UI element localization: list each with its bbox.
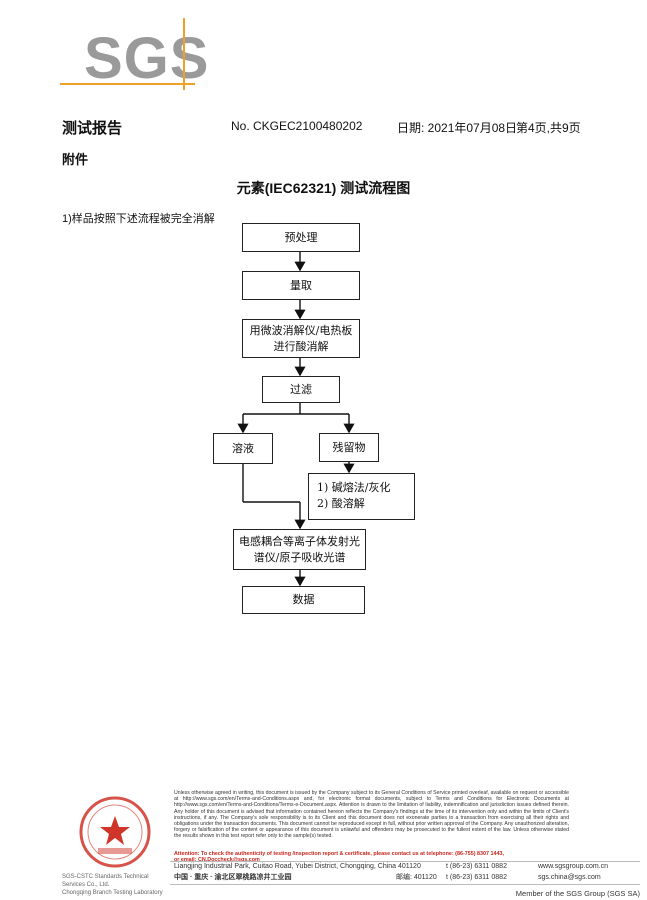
residue-step-1: 1) 碱熔法/灰化 [317, 481, 391, 494]
attention-line-2: or email: CN.Doccheck@sgs.com [174, 857, 260, 864]
flow-box-pretreatment: 预处理 [242, 223, 360, 252]
annex-label: 附件 [62, 152, 89, 167]
address-chinese: 中国 · 重庆 · 渝北区翠桃路凉井工业园 [174, 874, 292, 881]
flow-box-residue-treatment: 1) 碱熔法/灰化 2) 酸溶解 [308, 473, 415, 520]
flow-box-weighing: 量取 [242, 271, 360, 300]
legal-disclaimer: Unless otherwise agreed in writing, this… [174, 790, 569, 840]
sgs-member-note: Member of the SGS Group (SGS SA) [515, 889, 640, 898]
flow-box-icp-analysis: 电感耦合等离子体发射光 谱仪/原子吸收光谱 [233, 529, 366, 570]
seal-stamp-icon [79, 796, 151, 868]
logo-accent-vertical [183, 18, 185, 90]
flow-box-filtration: 过滤 [262, 376, 340, 403]
icp-line-2: 谱仪/原子吸收光谱 [253, 550, 346, 564]
address-english: Liangjing Industrial Park, Cuitao Road, … [174, 863, 421, 870]
flow-box-solution: 溶液 [213, 433, 273, 464]
telephone-2: t (86-23) 6311 0882 [446, 874, 507, 881]
residue-step-2: 2) 酸溶解 [317, 497, 365, 510]
attention-notice: Attention: To check the authenticity of … [174, 851, 594, 864]
section-title: 元素(IEC62321) 测试流程图 [236, 180, 411, 196]
address-bar: Liangjing Industrial Park, Cuitao Road, … [170, 861, 640, 885]
report-date: 日期: 2021年07月08日 [397, 121, 518, 135]
page-number: 第4页,共9页 [516, 121, 581, 135]
flow-box-data: 数据 [242, 586, 365, 614]
report-number: No. CKGEC2100480202 [231, 119, 363, 133]
inspection-seal: SGS-CSTC Standards Technical Services Co… [62, 792, 168, 898]
website: www.sgsgroup.com.cn [538, 863, 609, 870]
step-description: 1)样品按照下述流程被完全消解 [62, 213, 215, 225]
icp-line-1: 电感耦合等离子体发射光 [239, 534, 360, 548]
flow-box-residue: 残留物 [319, 433, 379, 462]
telephone-1: t (86-23) 6311 0882 [446, 863, 507, 870]
seal-caption-2: Chongqing Branch Testing Laboratory [62, 890, 163, 896]
seal-caption-1: SGS-CSTC Standards Technical Services Co… [62, 874, 149, 888]
digestion-line-1: 用微波消解仪/电热板 [249, 323, 353, 337]
digestion-line-2: 进行酸消解 [273, 339, 329, 353]
attention-line-1: Attention: To check the authenticity of … [174, 851, 505, 857]
flow-box-digestion: 用微波消解仪/电热板 进行酸消解 [242, 319, 360, 358]
email-address: sgs.china@sgs.com [538, 874, 601, 881]
postcode-chinese: 邮编: 401120 [396, 874, 437, 881]
report-title: 测试报告 [62, 120, 123, 137]
logo-accent-horizontal [60, 83, 195, 85]
sgs-logo: SGS [84, 26, 210, 91]
